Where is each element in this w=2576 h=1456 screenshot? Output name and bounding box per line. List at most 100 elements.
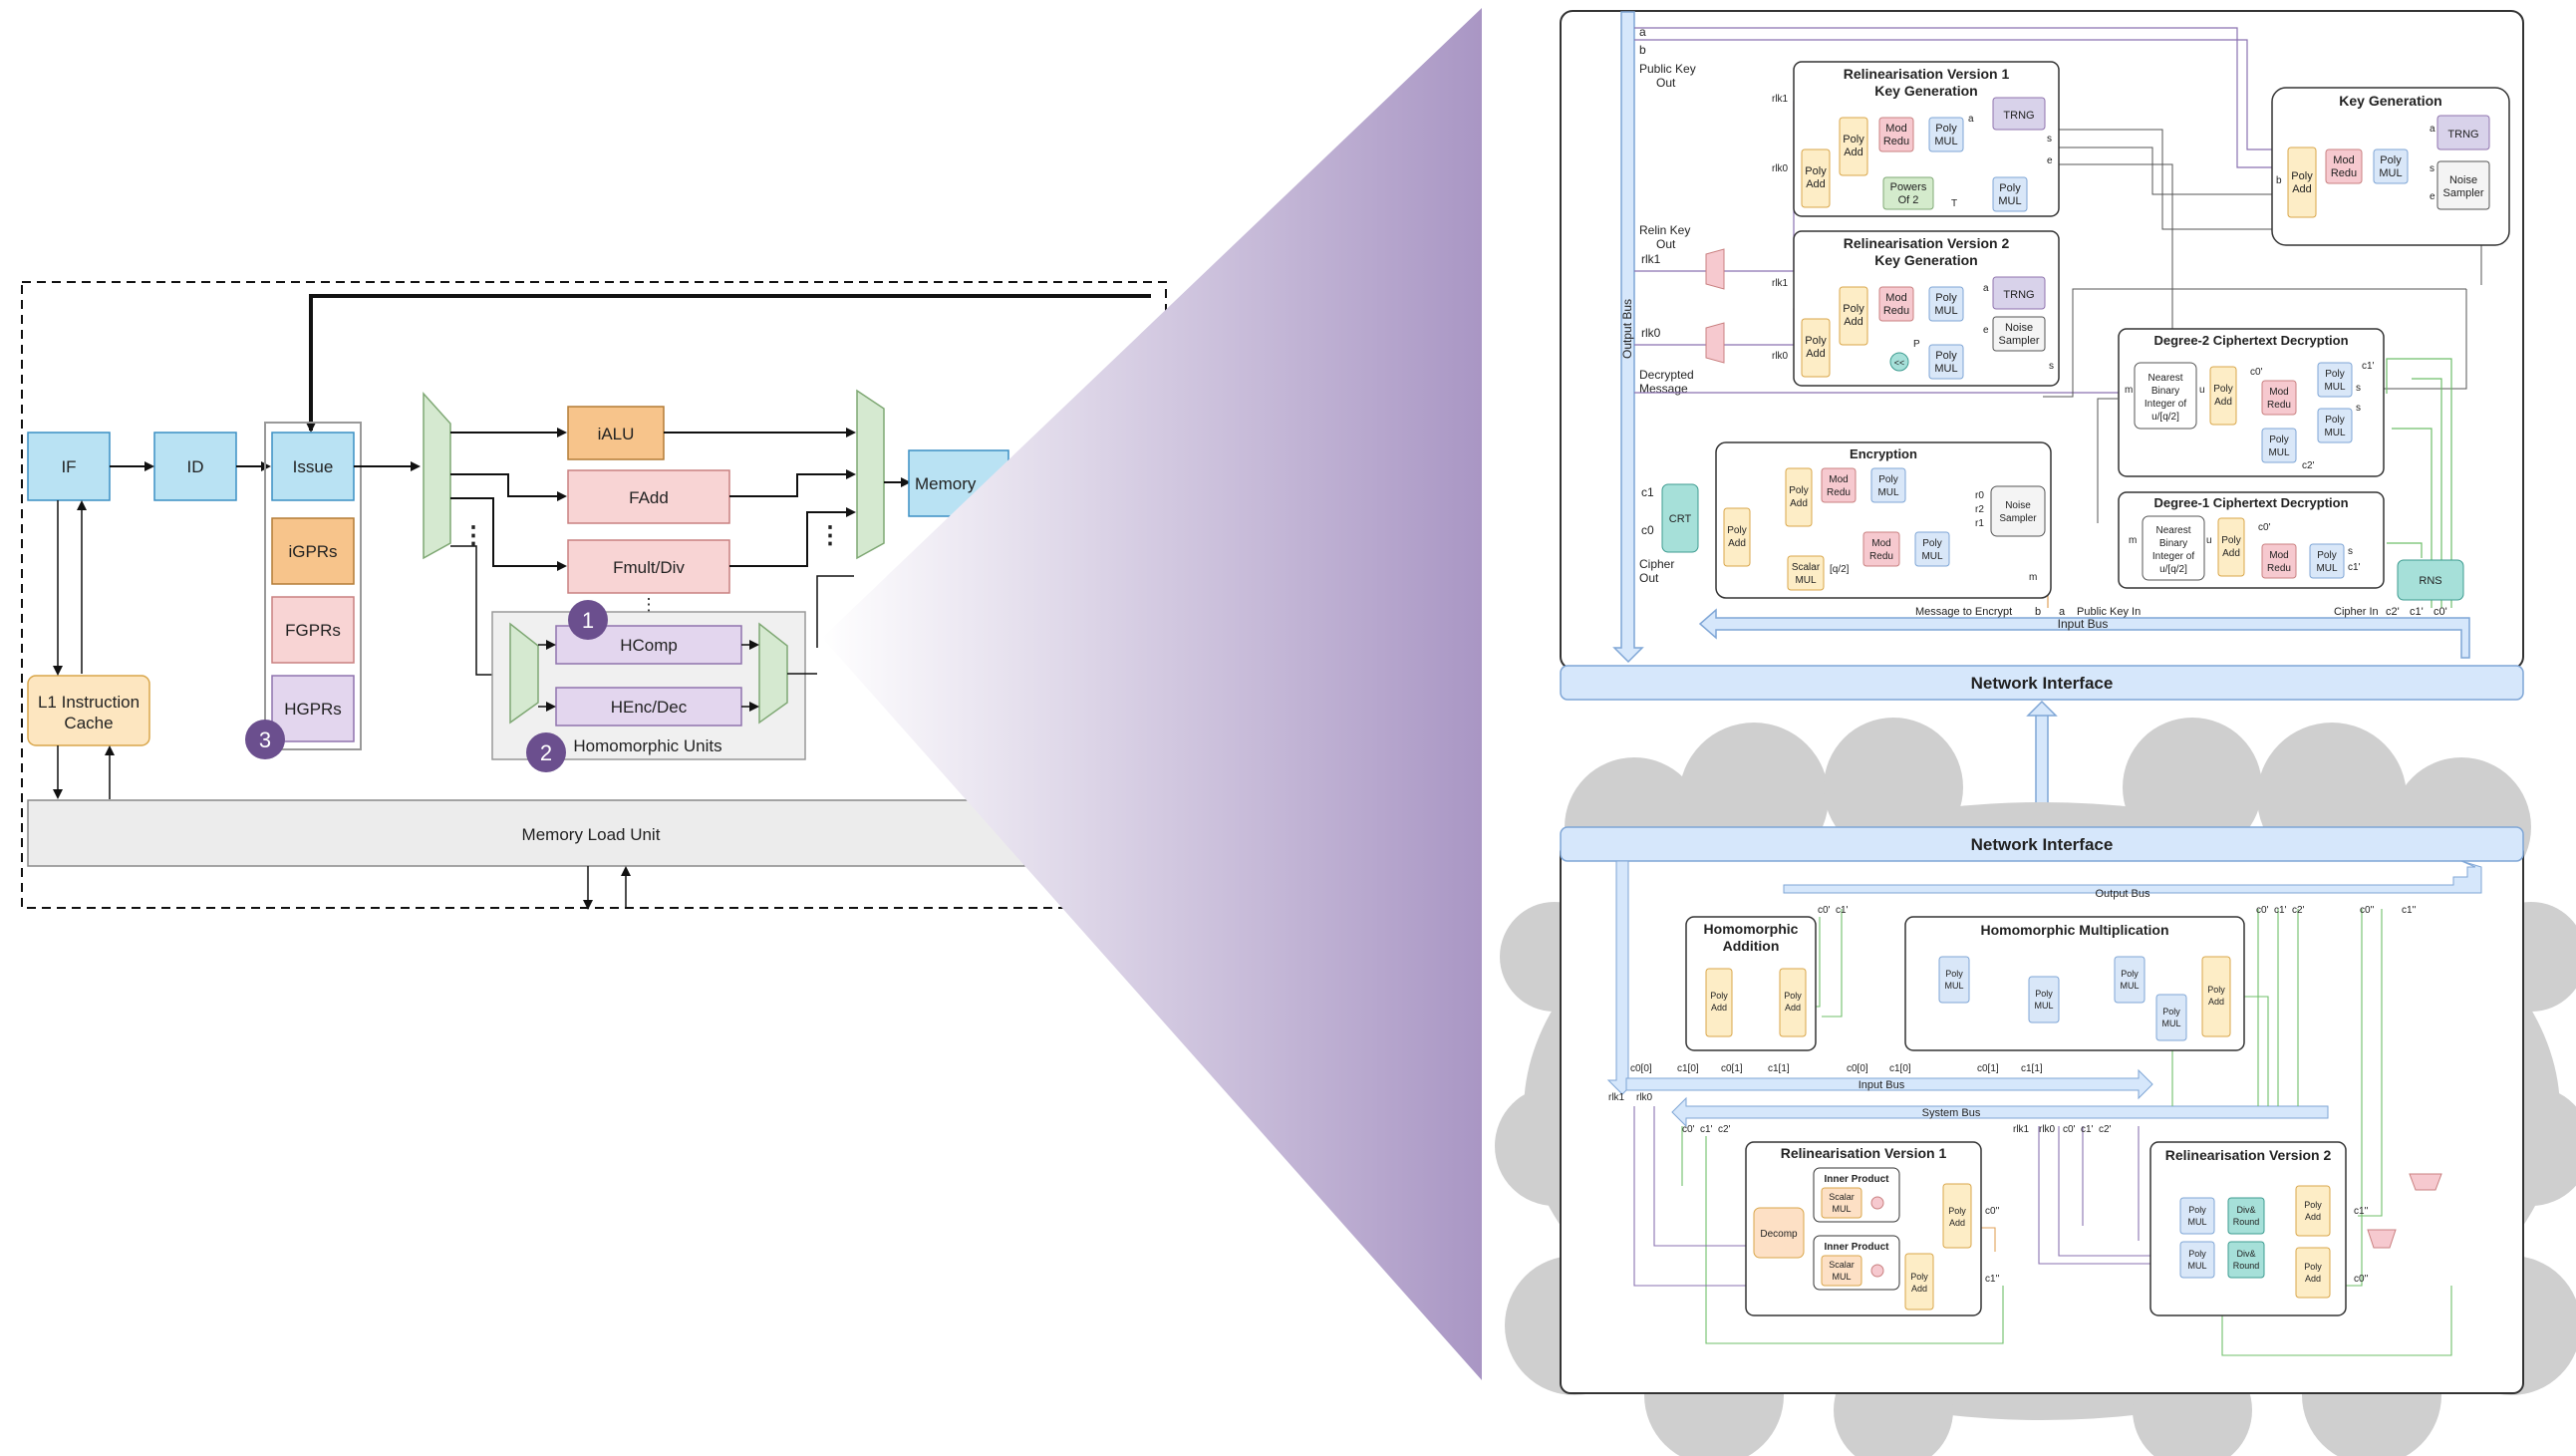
svg-text:rlk1: rlk1: [1641, 252, 1661, 266]
svg-text:Mod: Mod: [1885, 292, 1906, 304]
svg-text:c1': c1': [1836, 905, 1849, 916]
svg-text:<<: <<: [1894, 358, 1905, 368]
svg-text:c0[0]: c0[0]: [1847, 1063, 1868, 1074]
input-bus: [1698, 608, 2470, 659]
svg-text:Poly: Poly: [2304, 1200, 2322, 1210]
svg-text:FAdd: FAdd: [629, 488, 669, 507]
svg-text:MUL: MUL: [2187, 1261, 2206, 1271]
svg-text:Mod: Mod: [1871, 538, 1890, 549]
cloud-compute-module: Network Interface Output Bus Input Bus S…: [1495, 718, 2576, 1456]
svg-text:c0: c0: [1641, 523, 1654, 537]
svg-text:Memory Load Unit: Memory Load Unit: [522, 825, 661, 844]
green-wires: [2386, 358, 2452, 608]
svg-text:Poly: Poly: [1935, 292, 1957, 304]
svg-text:MUL: MUL: [1934, 363, 1957, 375]
svg-text:FGPRs: FGPRs: [285, 621, 341, 640]
svg-text:Poly: Poly: [2162, 1007, 2180, 1017]
svg-text:MUL: MUL: [1832, 1272, 1851, 1282]
svg-text:Decomp: Decomp: [1760, 1229, 1798, 1240]
svg-text:Add: Add: [2292, 183, 2312, 195]
crypto-key-module: Output Bus Input Bus a b Public Key Out …: [1560, 10, 2524, 670]
svg-text:Out: Out: [1639, 571, 1659, 585]
svg-text:c0': c0': [2063, 1124, 2076, 1135]
svg-text:iGPRs: iGPRs: [288, 542, 337, 561]
relin-v1-cloud: Relinearisation Version 1 Decomp Inner P…: [1745, 1141, 1999, 1316]
svg-text:MUL: MUL: [2120, 981, 2139, 991]
svg-text:Poly: Poly: [1999, 182, 2021, 194]
svg-text:Decrypted: Decrypted: [1639, 368, 1694, 382]
svg-text:Div&: Div&: [2236, 1205, 2255, 1215]
svg-text:Poly: Poly: [2291, 170, 2313, 182]
svg-text:u/[q/2]: u/[q/2]: [2151, 412, 2179, 423]
svg-text:2: 2: [540, 740, 552, 765]
hu-mux-out: [758, 622, 788, 725]
svg-text:Poly: Poly: [1805, 165, 1827, 177]
svg-text:Poly: Poly: [2317, 550, 2336, 561]
homomorphic-units-label: Homomorphic Units: [573, 736, 721, 755]
svg-text:Add: Add: [2222, 548, 2240, 559]
svg-text:MUL: MUL: [1998, 195, 2021, 207]
svg-text:MUL: MUL: [1934, 136, 1957, 147]
svg-text:Key Generation: Key Generation: [2339, 93, 2441, 109]
svg-text:Poly: Poly: [2221, 535, 2240, 546]
svg-text:System Bus: System Bus: [1922, 1107, 1981, 1119]
svg-text:Public Key In: Public Key In: [2077, 606, 2141, 618]
ialu-unit: iALU: [567, 406, 665, 460]
svg-text:Poly: Poly: [1935, 350, 1957, 362]
svg-text:Output Bus: Output Bus: [2095, 888, 2150, 900]
svg-text:e: e: [2430, 191, 2435, 202]
svg-text:MUL: MUL: [2161, 1019, 2180, 1028]
system-bus: [1671, 1096, 2329, 1128]
degree1-decryption: Degree-1 Ciphertext Decryption Nearest B…: [2118, 491, 2385, 589]
svg-text:Cipher In: Cipher In: [2334, 606, 2379, 618]
svg-text:Network Interface: Network Interface: [1971, 674, 2114, 693]
svg-text:e: e: [1983, 325, 1989, 336]
svg-text:MUL: MUL: [2379, 167, 2402, 179]
badge-1: 1: [568, 600, 608, 640]
svg-text:c0': c0': [2250, 367, 2263, 378]
network-interface-bottom: Network Interface: [1560, 826, 2524, 862]
svg-text:MUL: MUL: [2268, 447, 2290, 458]
svg-text:Round: Round: [2233, 1217, 2260, 1227]
svg-text:Poly: Poly: [2269, 435, 2288, 445]
svg-text:Mod: Mod: [2269, 550, 2288, 561]
svg-text:Integer of: Integer of: [2152, 551, 2194, 562]
svg-text:MUL: MUL: [2324, 428, 2346, 438]
svg-text:c0': c0': [1818, 905, 1831, 916]
svg-text:Scalar: Scalar: [1829, 1192, 1855, 1202]
svg-text:Sampler: Sampler: [2443, 187, 2484, 199]
fmult-unit: Fmult/Div: [567, 539, 730, 594]
svg-text:c2': c2': [2386, 606, 2400, 618]
degree2-decryption: Degree-2 Ciphertext Decryption Nearest B…: [2118, 328, 2385, 477]
svg-text:c0[0]: c0[0]: [1630, 1063, 1652, 1074]
svg-text:CRT: CRT: [1669, 513, 1692, 525]
svg-text:MUL: MUL: [1934, 305, 1957, 317]
svg-text:c1[0]: c1[0]: [1889, 1063, 1911, 1074]
hu-mux-in: [509, 622, 539, 725]
svg-text:c0'': c0'': [1985, 1206, 1999, 1217]
svg-text:Noise: Noise: [2005, 322, 2033, 334]
svg-text:Poly: Poly: [1710, 991, 1728, 1001]
svg-text:TRNG: TRNG: [2003, 110, 2034, 122]
svg-text:Add: Add: [1806, 178, 1826, 190]
svg-text:MUL: MUL: [1832, 1204, 1851, 1214]
svg-text:b: b: [2035, 606, 2041, 618]
svg-text:c1': c1': [2410, 606, 2424, 618]
svg-text:Redu: Redu: [2267, 400, 2291, 411]
svg-text:MUL: MUL: [1944, 981, 1963, 991]
issue-label: Issue: [293, 457, 334, 476]
svg-text:s: s: [2047, 134, 2052, 145]
svg-text:MUL: MUL: [2324, 382, 2346, 393]
svg-text:u/[q/2]: u/[q/2]: [2159, 564, 2187, 575]
svg-text:Input Bus: Input Bus: [1859, 1079, 1905, 1091]
svg-text:s: s: [2356, 403, 2361, 414]
svg-text:Key Generation: Key Generation: [1874, 252, 1977, 268]
cloud-output-bus: [1783, 860, 2482, 894]
svg-text:Poly: Poly: [2213, 384, 2232, 395]
svg-text:c2': c2': [2099, 1124, 2112, 1135]
svg-text:b: b: [2276, 175, 2282, 186]
svg-text:r0: r0: [1975, 490, 1984, 501]
svg-text:m: m: [2029, 572, 2037, 583]
svg-text:rlk0: rlk0: [1772, 351, 1789, 362]
